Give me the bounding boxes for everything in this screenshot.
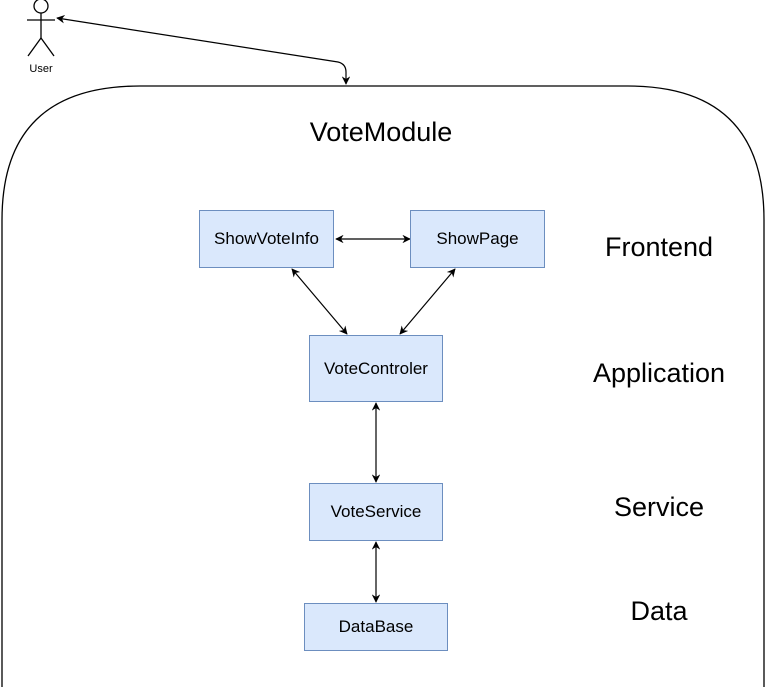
vote-controler-box[interactable]: VoteControler bbox=[309, 335, 443, 402]
connector-user-module bbox=[56, 15, 351, 85]
module-container bbox=[1, 85, 765, 687]
layer-label-application: Application bbox=[592, 358, 726, 388]
vote-service-box[interactable]: VoteService bbox=[309, 483, 443, 541]
show-page-box[interactable]: ShowPage bbox=[410, 210, 545, 268]
show-vote-info-box[interactable]: ShowVoteInfo bbox=[199, 210, 334, 268]
user-actor-icon bbox=[27, 0, 55, 57]
layer-label-data: Data bbox=[630, 596, 688, 626]
show-vote-info-label: ShowVoteInfo bbox=[214, 229, 319, 248]
layer-label-service: Service bbox=[613, 492, 705, 522]
connector-showvoteinfo-votecontroler bbox=[291, 268, 348, 335]
database-label: DataBase bbox=[338, 617, 414, 636]
user-label: User bbox=[29, 63, 53, 75]
layer-label-frontend: Frontend bbox=[604, 232, 714, 262]
connector-showpage-votecontroler bbox=[399, 268, 456, 335]
module-title: VoteModule bbox=[309, 117, 453, 147]
show-page-label: ShowPage bbox=[436, 229, 519, 248]
vote-service-label: VoteService bbox=[330, 502, 422, 521]
vote-controler-label: VoteControler bbox=[324, 358, 428, 378]
database-box[interactable]: DataBase bbox=[304, 603, 448, 651]
